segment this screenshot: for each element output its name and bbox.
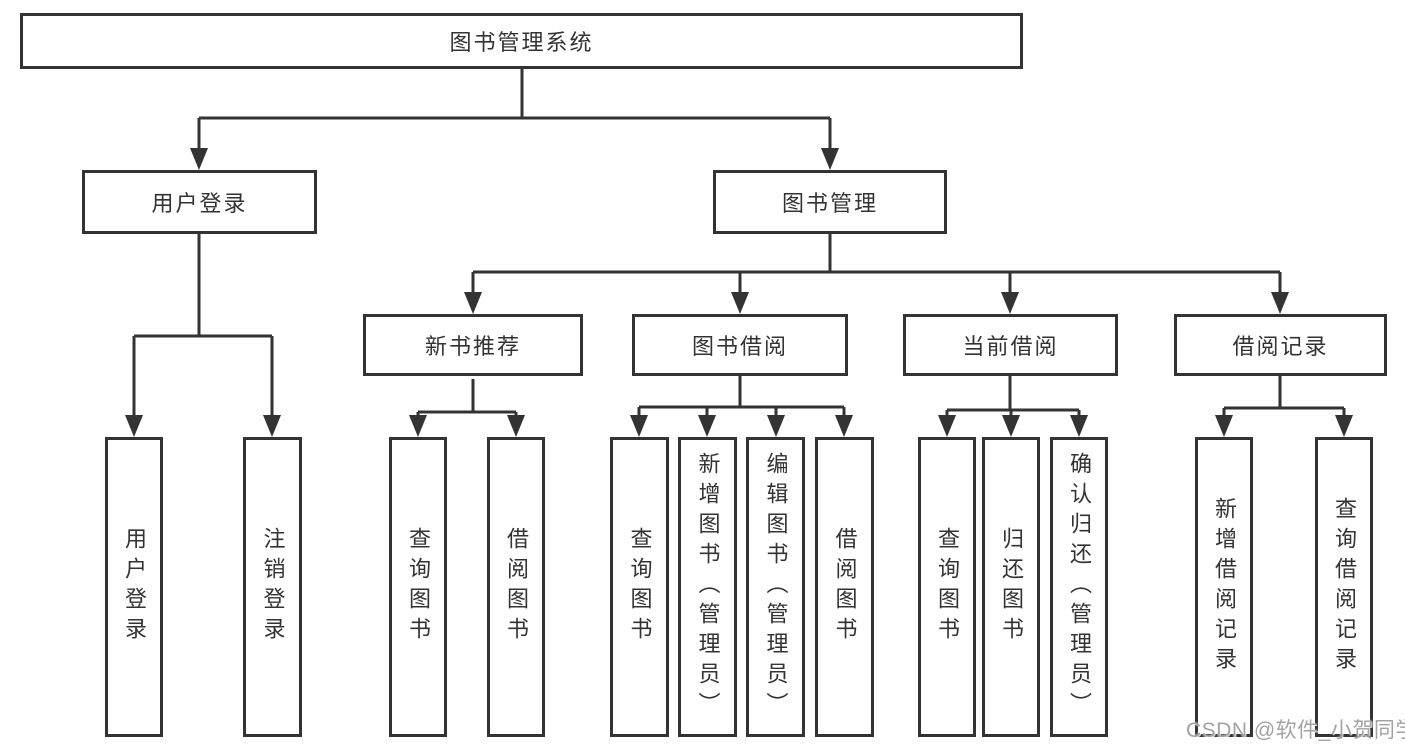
leaf-current-query-books: 查询图书 [918, 437, 976, 737]
connector-current-to-leaves [938, 376, 1088, 437]
node-user-login: 用户登录 [82, 170, 317, 234]
node-book-management: 图书管理 [713, 170, 947, 234]
node-current-borrow: 当前借阅 [903, 314, 1118, 376]
leaf-current-return-books: 归还图书 [982, 437, 1040, 737]
leaf-logout: 注销登录 [243, 437, 302, 737]
connector-borrow-to-leaves [630, 376, 853, 437]
node-library-management-system: 图书管理系统 [20, 13, 1023, 69]
connector-book-management-to-level3 [464, 234, 1289, 314]
leaf-recommend-borrow-books: 借阅图书 [487, 437, 545, 737]
leaf-borrow-query-books: 查询图书 [610, 437, 669, 737]
leaf-borrow-edit-books-admin: 编辑图书（管理员） [746, 437, 805, 737]
node-borrow-records: 借阅记录 [1174, 314, 1387, 376]
node-new-book-recommend: 新书推荐 [363, 314, 583, 376]
leaf-records-query-record: 查询借阅记录 [1315, 437, 1373, 737]
connector-user-login-to-leaves [125, 234, 281, 437]
leaf-current-confirm-return-admin: 确认归还（管理员） [1050, 437, 1108, 737]
leaf-records-add-record: 新增借阅记录 [1195, 437, 1253, 737]
csdn-watermark: CSDN @软件_小贺同学 [1186, 719, 1405, 742]
connector-records-to-leaves [1215, 375, 1353, 437]
leaf-borrow-add-books-admin: 新增图书（管理员） [678, 437, 737, 737]
connector-root-to-level2 [190, 69, 839, 170]
leaf-borrow-borrow-books: 借阅图书 [815, 437, 874, 737]
node-book-borrow: 图书借阅 [632, 314, 848, 376]
leaf-recommend-query-books: 查询图书 [389, 437, 447, 737]
leaf-user-login: 用户登录 [105, 437, 163, 737]
connector-recommend-to-leaves [409, 379, 525, 437]
